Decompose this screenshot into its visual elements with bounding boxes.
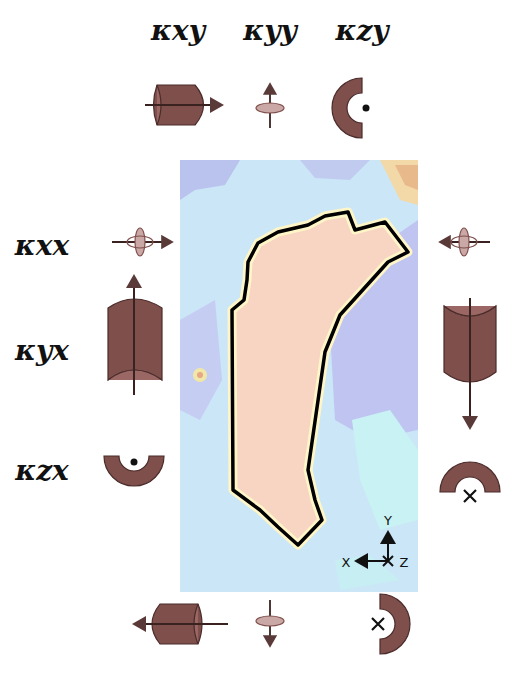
axis-label: X	[342, 555, 351, 570]
axis-label: Z	[400, 555, 409, 570]
curvature-label: κyx	[15, 334, 69, 367]
axis-label: Y	[384, 513, 392, 528]
curvature-symbols	[104, 78, 500, 654]
region-outline	[232, 212, 408, 545]
curvature-label: κzy	[335, 14, 388, 47]
axis-triad	[356, 532, 393, 566]
curvature-label: κyy	[243, 14, 297, 47]
curvature-label: κxy	[151, 14, 205, 47]
field-map	[180, 160, 418, 592]
curvature-label: κzx	[15, 454, 69, 487]
curvature-label: κxx	[15, 229, 69, 262]
